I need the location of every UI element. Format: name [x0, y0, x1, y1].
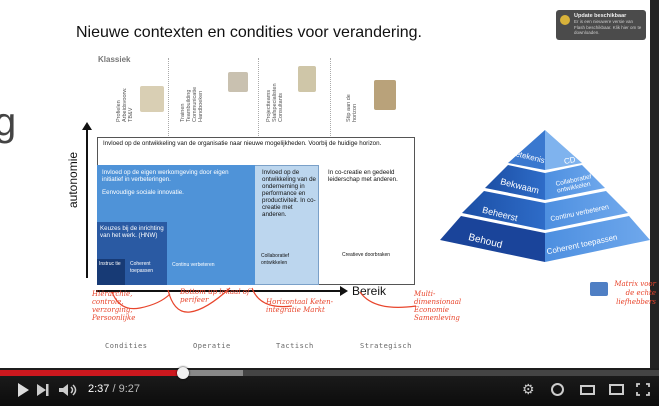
update-popup-title: Update beschikbaar — [574, 13, 627, 19]
time-separator: / — [109, 383, 119, 395]
handwriting-strategic: Multi-dimensionaal Economie Samenleving — [414, 290, 462, 322]
pyramid-diagram — [440, 130, 650, 262]
bottom-label-operatie: Operatie — [193, 342, 231, 350]
update-popup[interactable]: Update beschikbaar Er is een nieuwere ve… — [556, 10, 646, 40]
theater-icon[interactable] — [580, 385, 595, 395]
play-icon[interactable] — [18, 383, 29, 397]
matrix-instruction-cell: Instruc tie — [97, 259, 125, 285]
scrubber-handle[interactable] — [176, 367, 189, 379]
thumbnail-figure — [298, 66, 316, 92]
duration: 9:27 — [118, 383, 141, 395]
thumbnail-team — [228, 72, 248, 92]
operational-text-2: Eenvoudige sociale innovatie. — [102, 189, 184, 196]
y-axis-arrow — [82, 122, 92, 278]
thumbnail-stones — [374, 80, 396, 110]
update-icon — [560, 15, 570, 25]
matrix-collab-cell: Collaboratief ontwikkelen — [261, 253, 290, 266]
bottom-label-strategisch: Strategisch — [360, 342, 412, 350]
volume-icon[interactable] — [58, 383, 78, 397]
matrix-creatief-cell: Creatieve doorbraken — [342, 252, 391, 258]
fullscreen-icon[interactable] — [636, 383, 650, 396]
handwriting-operational: Bottom up lokaal of perifeer — [180, 288, 250, 304]
handwriting-tactical: Horizontaal Keten-integratie Markt — [266, 298, 333, 314]
gear-icon[interactable]: ⚙ — [522, 381, 535, 397]
next-icon[interactable] — [36, 382, 50, 398]
current-time: 2:37 — [88, 383, 110, 395]
matrix-outer-text: Invloed op de ontwikkeling van de organi… — [103, 140, 382, 147]
matrix-continu-cell: Continu verbeteren — [172, 262, 215, 268]
bottom-label-tactisch: Tactisch — [276, 342, 314, 350]
progress-bar[interactable] — [0, 370, 659, 376]
update-popup-body: Er is een nieuwere versie van Flash besc… — [574, 19, 642, 35]
bottom-label-condities: Condities — [105, 342, 148, 350]
miniplayer-icon[interactable] — [609, 384, 624, 395]
matrix-strategic-text: In co-creatie en gedeeld leiderschap met… — [328, 169, 398, 183]
thumbnail-people — [140, 86, 164, 112]
matrix-thumbnail-icon — [590, 282, 608, 296]
time-display: 2:37 / 9:27 — [88, 383, 140, 395]
column-head-klassiek: Klassiek — [98, 55, 131, 64]
x-axis-arrow — [96, 286, 348, 296]
matrix-tactical-text: Invloed op de ontwikkeling van de ondern… — [262, 169, 317, 218]
partial-logo: g — [0, 100, 17, 144]
left-letterbox: g — [0, 0, 40, 376]
handwriting-conditions: Hiërarchie, controle, verzorging, Persoo… — [92, 290, 136, 322]
slide-title: Nieuwe contexten en condities voor veran… — [76, 24, 422, 41]
x-axis-label: Bereik — [352, 284, 387, 298]
handwriting-strokes — [111, 287, 417, 313]
video-frame[interactable]: g Nieuwe contexten en condities voor ver… — [0, 0, 659, 376]
clock-icon[interactable] — [551, 383, 564, 396]
operational-text-1: Invloed op de eigen werkomgeving door ei… — [102, 169, 229, 183]
progress-played — [0, 370, 183, 376]
matrix-caption: Matrix voor de echte liefhebbers — [614, 280, 656, 306]
right-edge — [650, 0, 659, 376]
matrix-coherent-cell: Coherent toepassen — [130, 261, 154, 274]
